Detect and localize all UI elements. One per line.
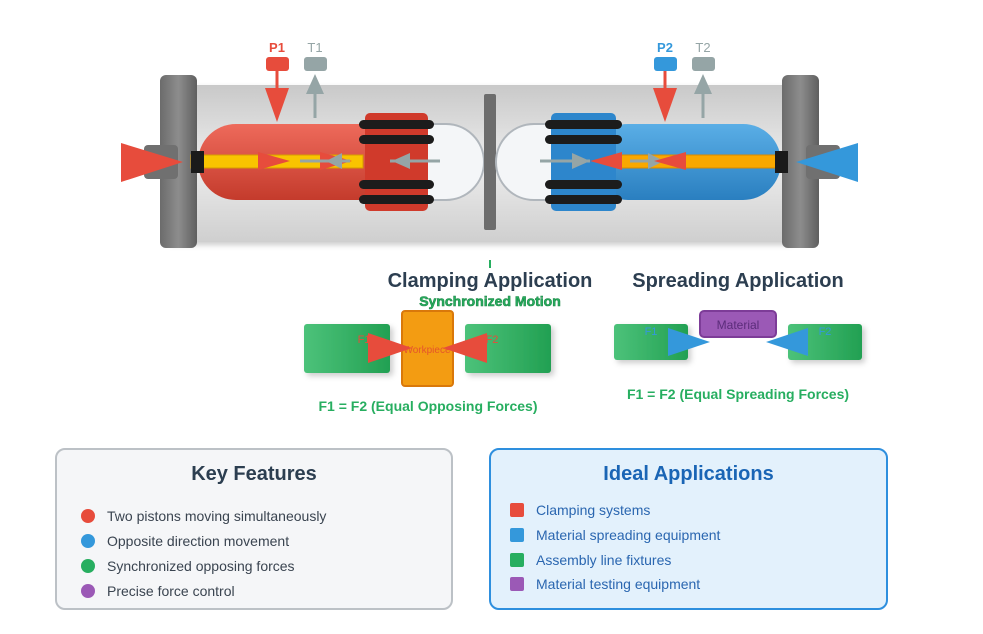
- spreading-title: Spreading Application: [632, 270, 844, 292]
- spread-force-label-left: F1: [645, 326, 658, 338]
- t2-label: T2: [695, 40, 710, 55]
- t2-outflow-arrow: [694, 74, 712, 94]
- feature-bullet: [81, 533, 95, 548]
- feature-label: Opposite direction movement: [107, 532, 290, 549]
- right-piston-seal: [545, 195, 622, 204]
- feature-bullet: [81, 583, 95, 598]
- left-piston-seal: [359, 135, 434, 144]
- clamping-equation: F1 = F2 (Equal Opposing Forces): [319, 398, 538, 414]
- p2-inflow-arrow: [653, 88, 677, 122]
- right-force-arrow: [796, 143, 858, 182]
- application-label: Material spreading equipment: [536, 527, 721, 544]
- flow-arrow-left: [654, 152, 686, 170]
- material-label: Material: [717, 318, 760, 332]
- key-features-title: Key Features: [191, 463, 317, 485]
- center-divider: [484, 94, 496, 230]
- clamping-subtitle: Synchronized Motion: [419, 293, 561, 309]
- key-features-panel: Key Features Two pistons moving simultan…: [55, 448, 453, 610]
- application-bullet: [510, 528, 524, 543]
- application-item: Clamping systems: [510, 498, 720, 523]
- spread-force-arrow-left: [668, 328, 710, 356]
- right-piston-seal: [545, 135, 622, 144]
- t1-port: [304, 57, 327, 71]
- p1-port: [266, 57, 289, 71]
- return-flow-arrow: [572, 153, 590, 169]
- clamp-force-arrow-right: [443, 333, 487, 363]
- return-flow-arrow: [326, 153, 342, 169]
- application-item: Material testing equipment: [510, 572, 720, 597]
- application-label: Material testing equipment: [536, 576, 701, 593]
- spreading-equation: F1 = F2 (Equal Spreading Forces): [627, 386, 849, 402]
- application-bullet: [510, 577, 524, 592]
- right-piston-seal: [545, 180, 622, 189]
- feature-item: Synchronized opposing forces: [81, 553, 326, 578]
- left-piston-seal: [359, 195, 434, 204]
- t1-label: T1: [307, 40, 322, 55]
- p2-label: P2: [657, 40, 673, 55]
- left-piston-seal: [359, 120, 434, 129]
- material-block: [699, 310, 777, 338]
- ideal-applications-list: Clamping systems Material spreading equi…: [510, 498, 720, 597]
- p1-inflow-arrow: [265, 88, 289, 122]
- feature-item: Two pistons moving simultaneously: [81, 503, 326, 528]
- feature-item: Opposite direction movement: [81, 528, 326, 553]
- return-flow-arrow: [392, 153, 410, 169]
- feature-bullet: [81, 558, 95, 573]
- application-label: Clamping systems: [536, 502, 651, 519]
- clamp-force-label-left: F1: [358, 334, 371, 346]
- feature-label: Two pistons moving simultaneously: [107, 507, 327, 524]
- clamp-force-label-right: F2: [486, 334, 499, 346]
- t1-outflow-arrow: [306, 74, 324, 94]
- ideal-applications-title: Ideal Applications: [603, 463, 774, 485]
- t2-port: [692, 57, 715, 71]
- workpiece-label: Workpiece: [403, 345, 450, 356]
- ideal-applications-panel: Ideal Applications Clamping systems Mate…: [489, 448, 888, 610]
- feature-item: Precise force control: [81, 578, 326, 603]
- application-item: Material spreading equipment: [510, 523, 720, 548]
- right-piston-seal: [545, 120, 622, 129]
- double-acting-cylinder-diagram: P1 T1 P2 T2 Clamping Application Synchro…: [121, 40, 862, 414]
- left-force-arrow: [121, 143, 183, 182]
- right-rod-end: [775, 151, 788, 173]
- application-bullet: [510, 552, 524, 567]
- feature-label: Synchronized opposing forces: [107, 557, 295, 574]
- feature-bullet: [81, 508, 95, 523]
- spread-force-label-right: F2: [819, 326, 832, 338]
- application-label: Assembly line fixtures: [536, 551, 672, 568]
- key-features-list: Two pistons moving simultaneously Opposi…: [81, 503, 326, 603]
- flow-arrow-left: [590, 152, 622, 170]
- p1-label: P1: [269, 40, 285, 55]
- clamping-title: Clamping Application: [388, 270, 593, 292]
- p2-port: [654, 57, 677, 71]
- left-rod-end: [191, 151, 204, 173]
- clamp-force-arrow-left: [368, 333, 412, 363]
- feature-label: Precise force control: [107, 582, 235, 599]
- application-bullet: [510, 503, 524, 518]
- left-piston-seal: [359, 180, 434, 189]
- flow-arrow-right: [258, 152, 290, 170]
- application-item: Assembly line fixtures: [510, 547, 720, 572]
- spread-force-arrow-right: [766, 328, 808, 356]
